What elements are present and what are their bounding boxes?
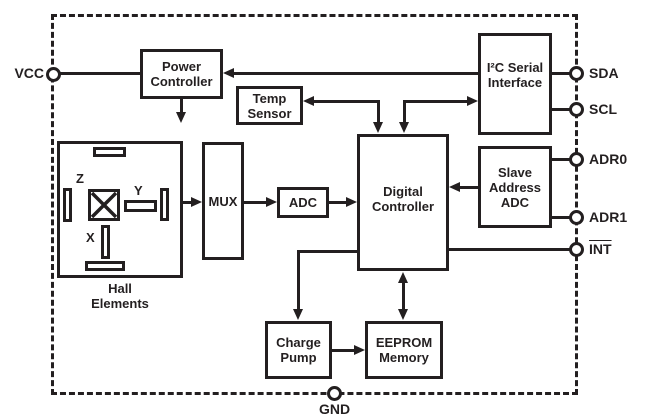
block-mux: MUX [202, 142, 244, 260]
block-charge-pump: Charge Pump [265, 321, 332, 379]
arrowhead-into-i2c [467, 96, 478, 106]
arrowhead-power-down [176, 112, 186, 123]
block-adc-label: ADC [288, 195, 318, 210]
block-i2c-serial-interface-label: I²C Serial Interface [486, 60, 544, 90]
connector-i2c-to-scl [551, 108, 570, 111]
block-charge-pump-label: Charge Pump [276, 335, 321, 365]
arrowhead-into-temp-sensor [303, 96, 314, 106]
connector-dc-charge-horizontal [297, 250, 358, 253]
arrowhead-eeprom-into-dc [398, 272, 408, 283]
block-eeprom-memory-label: EEPROM Memory [375, 335, 433, 365]
connector-slave-to-adr0 [551, 158, 570, 161]
block-digital-controller-label: Digital Controller [371, 183, 435, 214]
pin-adr1-label: ADR1 [589, 209, 628, 225]
block-mux-label: MUX [208, 193, 238, 209]
block-power-controller-label: Power Controller [150, 59, 213, 89]
pin-int-label: INT [589, 241, 612, 257]
block-power-controller: Power Controller [140, 49, 223, 99]
connector-dc-eeprom [402, 282, 405, 310]
hall-axis-x-label: X [86, 230, 95, 245]
connector-temp-dc-vertical [377, 100, 380, 123]
connector-i2c-dc-horizontal [403, 100, 468, 103]
pin-gnd-label: GND [318, 401, 351, 417]
arrowhead-into-power-controller [223, 68, 234, 78]
hall-plate-y [124, 200, 157, 212]
block-i2c-serial-interface: I²C Serial Interface [478, 33, 552, 135]
connector-i2c-to-power [233, 72, 478, 75]
hall-plate-left [63, 188, 72, 222]
block-eeprom-memory: EEPROM Memory [365, 321, 443, 379]
arrowhead-temp-into-dc [373, 122, 383, 133]
connector-adc-to-dc [329, 201, 347, 204]
pin-scl [569, 102, 584, 117]
connector-dc-charge-vertical [297, 250, 300, 310]
block-digital-controller: Digital Controller [357, 134, 449, 271]
block-slave-address-adc-label: Slave Address ADC [488, 164, 542, 210]
pin-adr0 [569, 152, 584, 167]
hall-plate-right [160, 188, 169, 221]
connector-dc-to-int [449, 248, 570, 251]
pin-scl-label: SCL [589, 101, 617, 117]
pin-sda [569, 66, 584, 81]
block-temp-sensor: Temp Sensor [236, 86, 303, 125]
arrowhead-slave-into-dc [449, 182, 460, 192]
connector-vcc-to-power [60, 72, 140, 75]
connector-mux-to-adc [244, 201, 267, 204]
hall-elements-caption: Hall Elements [91, 281, 149, 311]
hall-plate-z-square [88, 189, 120, 221]
hall-axis-y-label: Y [134, 183, 143, 198]
hall-plate-x [101, 225, 110, 259]
pin-int [569, 242, 584, 257]
connector-i2c-dc-vertical [403, 100, 406, 123]
pin-vcc [46, 67, 61, 82]
connector-hall-to-mux [183, 201, 192, 204]
pin-vcc-label: VCC [14, 65, 44, 81]
hall-axis-z-label: Z [76, 171, 84, 186]
chip-boundary-dashed-border [51, 14, 578, 395]
block-slave-address-adc: Slave Address ADC [478, 146, 552, 228]
z-cross-icon [90, 191, 118, 219]
connector-slave-to-dc [459, 186, 478, 189]
connector-power-down [180, 99, 183, 113]
connector-charge-to-eeprom [332, 349, 355, 352]
connector-slave-to-adr1 [551, 216, 570, 219]
arrowhead-adc-into-dc [346, 197, 357, 207]
block-temp-sensor-label: Temp Sensor [247, 90, 292, 121]
connector-i2c-to-sda [551, 72, 570, 75]
arrowhead-into-adc [266, 197, 277, 207]
pin-adr1 [569, 210, 584, 225]
arrowhead-into-charge-pump [293, 309, 303, 320]
hall-plate-bottom [85, 261, 125, 271]
arrowhead-into-eeprom [354, 345, 365, 355]
pin-gnd [327, 386, 342, 401]
pin-sda-label: SDA [589, 65, 619, 81]
arrowhead-i2c-into-dc [399, 122, 409, 133]
connector-temp-dc-horizontal [314, 100, 379, 103]
block-adc: ADC [277, 187, 329, 218]
hall-plate-top [93, 147, 126, 157]
arrowhead-into-mux [191, 197, 202, 207]
arrowhead-dc-into-eeprom [398, 309, 408, 320]
pin-adr0-label: ADR0 [589, 151, 628, 167]
